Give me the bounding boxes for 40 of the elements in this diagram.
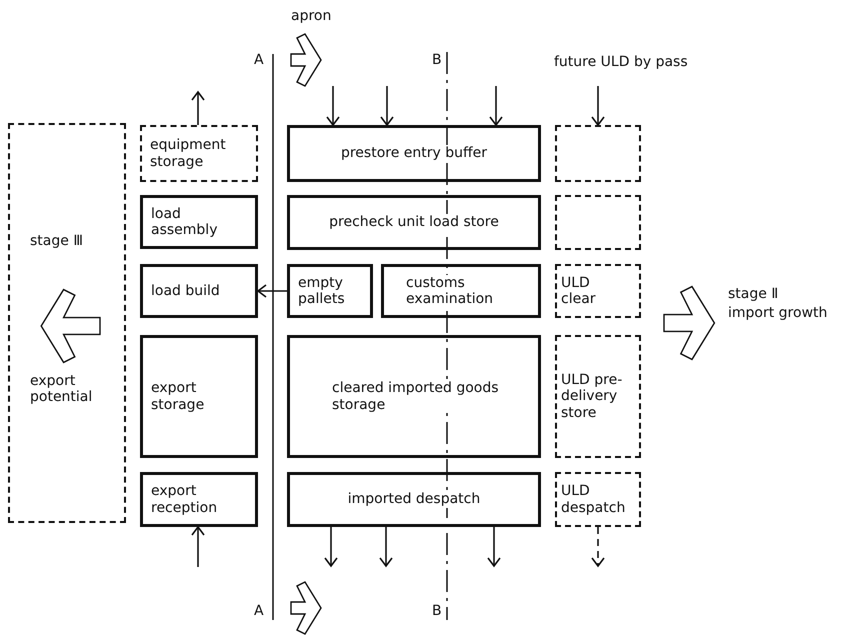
area-box (381, 264, 541, 318)
note-label: B (432, 603, 442, 620)
area-box (287, 125, 541, 182)
area-box (287, 472, 541, 527)
planned-area-box (140, 125, 258, 182)
note-label: future ULD by pass (554, 54, 688, 70)
arrow (487, 527, 501, 567)
arrow (380, 86, 394, 126)
planned-area-box (555, 472, 641, 527)
arrow (326, 86, 340, 126)
area-label: imported despatch (348, 491, 480, 508)
note-label: import growth (728, 305, 828, 322)
note-label: A (254, 52, 264, 68)
area-label: prestore entry buffer (340, 145, 488, 162)
arrow (379, 527, 393, 567)
empty-box (555, 195, 641, 250)
arrow (257, 284, 287, 298)
planned-area-box (555, 264, 641, 318)
area-box (140, 195, 258, 249)
planned-area-box (8, 123, 126, 523)
zone-title: stage Ⅲ (30, 233, 83, 250)
note-label: A (254, 603, 264, 620)
arrow (489, 86, 503, 126)
arrow (591, 527, 605, 567)
planned-area-box (555, 335, 641, 458)
arrow (191, 91, 205, 125)
area-box (287, 195, 541, 250)
area-box (287, 335, 541, 458)
area-box (287, 264, 373, 318)
area-box (140, 264, 258, 318)
note-label: B (432, 52, 442, 68)
empty-box (555, 125, 641, 182)
note-label: apron (291, 8, 332, 24)
area-box (140, 472, 258, 527)
area-box (140, 335, 258, 458)
arrow (324, 527, 338, 567)
arrow (191, 526, 205, 567)
arrow (591, 86, 605, 126)
note-label: stage Ⅱ (728, 286, 778, 302)
area-label: precheck unit load store (329, 214, 499, 231)
